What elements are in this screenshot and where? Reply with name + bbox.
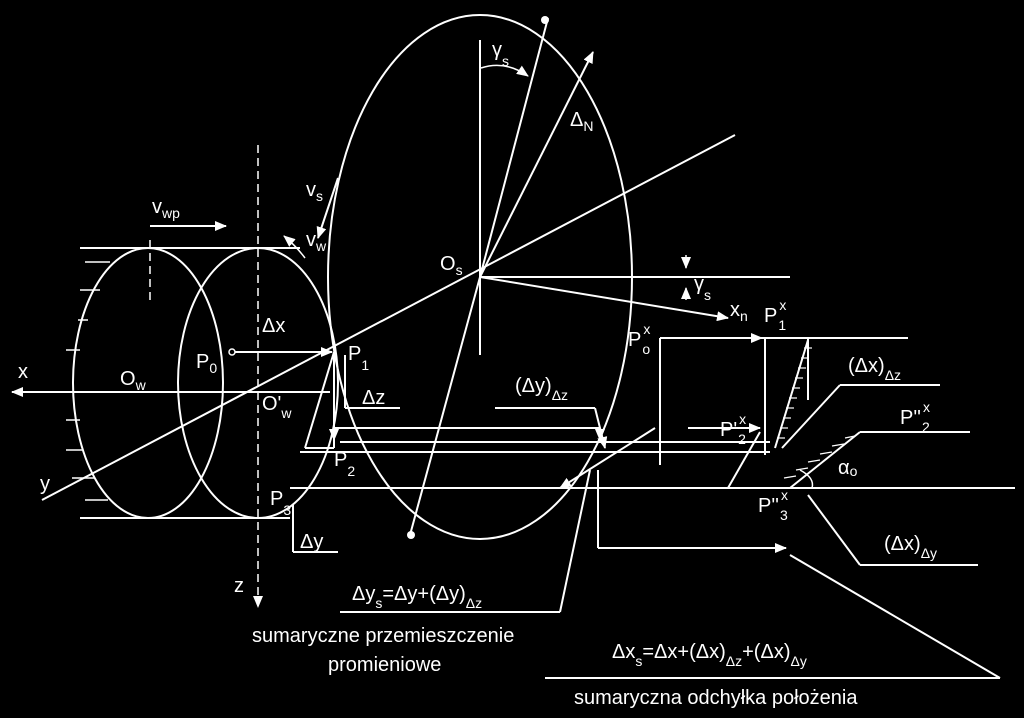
label-z-axis: z: [234, 575, 244, 597]
label-dx-dz: (Δx)Δz: [848, 355, 901, 383]
dx-dy-pointer: [807, 494, 861, 566]
label-ow-prime: O'w: [262, 393, 292, 421]
equation-dxs: Δxs=Δx+(Δx)Δz+(Δx)Δy: [612, 641, 807, 669]
dxs-pointer: [789, 554, 1001, 679]
label-x-axis: x: [18, 361, 28, 383]
label-alpha: αo: [838, 457, 858, 479]
caption-radial-line1: sumaryczne przemieszczenie: [252, 625, 514, 647]
label-ow: Ow: [120, 368, 147, 393]
y-axis-diagonal: [41, 134, 736, 501]
vw-arrow: [283, 235, 306, 259]
label-dx: Δx: [262, 315, 285, 337]
caption-radial-line2: promieniowe: [328, 654, 441, 676]
equation-dys: Δys=Δy+(Δy)Δz: [352, 583, 482, 611]
oblique-dy-dz: [559, 427, 656, 489]
label-dz: Δz: [362, 387, 385, 409]
wheel-radius-top: [479, 17, 549, 278]
label-p0: P0: [196, 351, 217, 376]
dx-dz-pointer: [781, 384, 841, 449]
contact-triangle: [304, 351, 335, 449]
xn-arrow: [479, 276, 729, 322]
delta-n-arrow: [479, 51, 594, 278]
label-y-axis: y: [40, 473, 50, 495]
label-vwp: vwp: [152, 196, 180, 221]
label-vw: vw: [306, 229, 327, 254]
vs-arrow: [316, 177, 339, 239]
label-p2: P2: [334, 449, 355, 479]
p2xx-oblique: [789, 431, 861, 489]
label-gamma-top: γs: [492, 39, 509, 69]
grinding-wheel: [327, 14, 790, 540]
label-xn: xn: [730, 299, 748, 324]
p3x-oblique: [727, 431, 761, 489]
gamma-arc-top: [480, 64, 529, 77]
alpha-arc: [799, 469, 814, 489]
label-dx-dy: (Δx)Δy: [884, 533, 937, 561]
label-dy-dz: (Δy)Δz: [515, 375, 568, 403]
label-p3: P3: [270, 488, 291, 518]
text-labels: vwp vs vw x y z Ow O'w P0 P1 P2 P3 Δx Δz…: [18, 39, 937, 709]
hatched-wedge-top: [774, 339, 812, 449]
hatched-wedge-bottom: [783, 435, 856, 479]
caption-position-deviation: sumaryczna odchyłka położenia: [574, 687, 858, 709]
label-os: Os: [440, 253, 463, 278]
label-dy: Δy: [300, 531, 323, 553]
label-p1: P1: [348, 343, 369, 373]
label-vs: vs: [306, 179, 323, 204]
label-gamma-right: γs: [694, 273, 711, 303]
wheel-radius-bottom: [409, 276, 481, 536]
workpiece-cylinder: [66, 240, 339, 519]
dys-pointer: [559, 469, 591, 613]
label-delta-n: ΔN: [570, 109, 593, 134]
